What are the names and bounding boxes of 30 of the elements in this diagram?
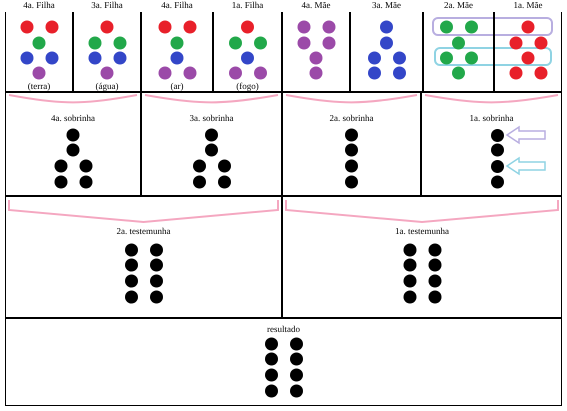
figure-cell	[141, 92, 282, 196]
figure-cell	[5, 92, 141, 196]
element-label: (água)	[94, 81, 120, 91]
element-label: (ar)	[170, 81, 184, 91]
figure-title: 1a. sobrinha	[468, 113, 514, 123]
figure-cell	[282, 92, 421, 196]
figure-title: 4a. Mãe	[300, 0, 332, 10]
figure-cell	[5, 196, 282, 318]
element-label: (fogo)	[235, 81, 260, 91]
figure-title: 3a. Mãe	[371, 0, 402, 10]
dot	[491, 128, 504, 142]
arrow	[506, 126, 546, 144]
figure-title: 4a. Filha	[160, 0, 194, 10]
figure-title: 4a. sobrinha	[50, 113, 96, 123]
figure-title: 2a. Mãe	[443, 0, 474, 10]
figure-cell	[5, 318, 562, 406]
element-label: (terra)	[26, 81, 52, 91]
arrow	[506, 156, 546, 176]
figure-title: 3a. sobrinha	[188, 113, 234, 123]
figure-title: 1a. testemunha	[394, 226, 450, 236]
figure-title: 2a. testemunha	[116, 226, 172, 236]
figure-title: 3a. Filha	[90, 0, 124, 10]
dot	[491, 160, 504, 172]
figure-title: 4a. Filha	[22, 0, 56, 10]
figure-cell	[421, 92, 562, 196]
figure-title: 1a. Mãe	[512, 0, 544, 10]
figure-cell	[282, 196, 562, 318]
figure-title: 1a. Filha	[230, 0, 264, 10]
figure-title: 2a. sobrinha	[328, 113, 374, 123]
figure-title: resultado	[266, 324, 301, 334]
